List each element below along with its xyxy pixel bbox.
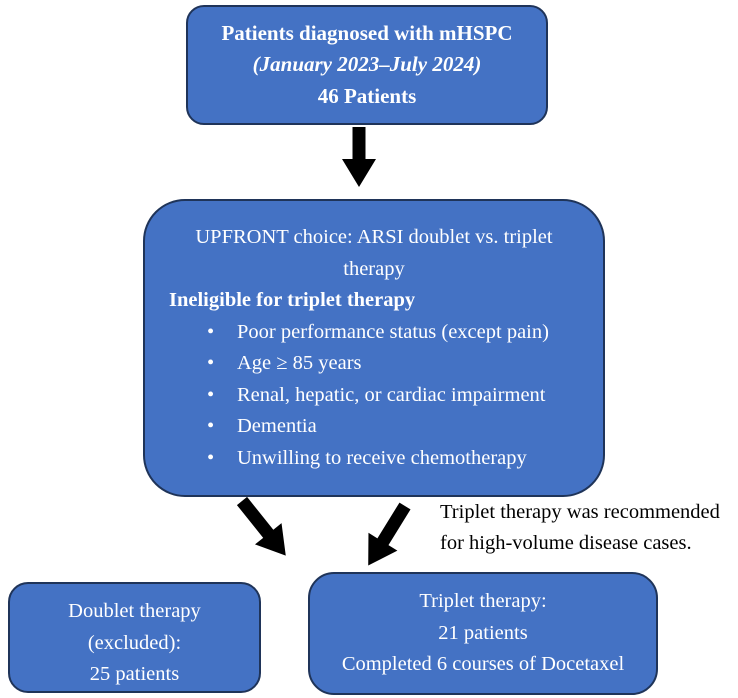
doublet-box-title: Doublet therapy (68, 600, 201, 623)
list-item: Renal, hepatic, or cardiac impairment (169, 380, 579, 412)
annotation-line1: Triplet therapy was recommended (440, 501, 720, 523)
middle-box-heading-line2: therapy (343, 257, 405, 280)
top-box-date-range: (January 2023–July 2024) (252, 52, 482, 77)
triplet-box-patient-count: 21 patients (438, 621, 528, 644)
top-box-title: Patients diagnosed with mHSPC (221, 20, 513, 45)
triplet-box-docetaxel: Completed 6 courses of Docetaxel (341, 653, 625, 676)
top-box-patient-count: 46 Patients (317, 83, 417, 108)
doublet-box-excluded: (excluded): (87, 631, 182, 654)
doublet-box-patient-count: 25 patients (89, 663, 180, 686)
middle-box-heading-line1: UPFRONT choice: ARSI doublet vs. triplet (195, 226, 553, 248)
list-item: Age ≥ 85 years (169, 348, 579, 380)
triplet-box-title: Triplet therapy: (419, 590, 547, 613)
list-item: Dementia (169, 411, 579, 443)
ineligibility-bullet-list: Poor performance status (except pain) Ag… (169, 317, 579, 475)
annotation-line2: for high-volume disease cases. (440, 532, 692, 554)
top-box-patients-diagnosed: Patients diagnosed with mHSPC (January 2… (186, 5, 548, 125)
down-left-arrow-icon (236, 496, 286, 556)
down-right-arrow-icon (368, 502, 411, 566)
middle-box-upfront-choice: UPFRONT choice: ARSI doublet vs. triplet… (143, 199, 605, 497)
annotation-text: Triplet therapy was recommended for high… (440, 497, 720, 559)
triplet-therapy-box: Triplet therapy: 21 patients Completed 6… (308, 572, 658, 695)
list-item: Poor performance status (except pain) (169, 317, 579, 349)
list-item: Unwilling to receive chemotherapy (169, 443, 579, 475)
middle-box-subheading: Ineligible for triplet therapy (169, 289, 416, 311)
doublet-therapy-box: Doublet therapy (excluded): 25 patients (8, 582, 261, 693)
down-arrow-icon (342, 127, 376, 187)
